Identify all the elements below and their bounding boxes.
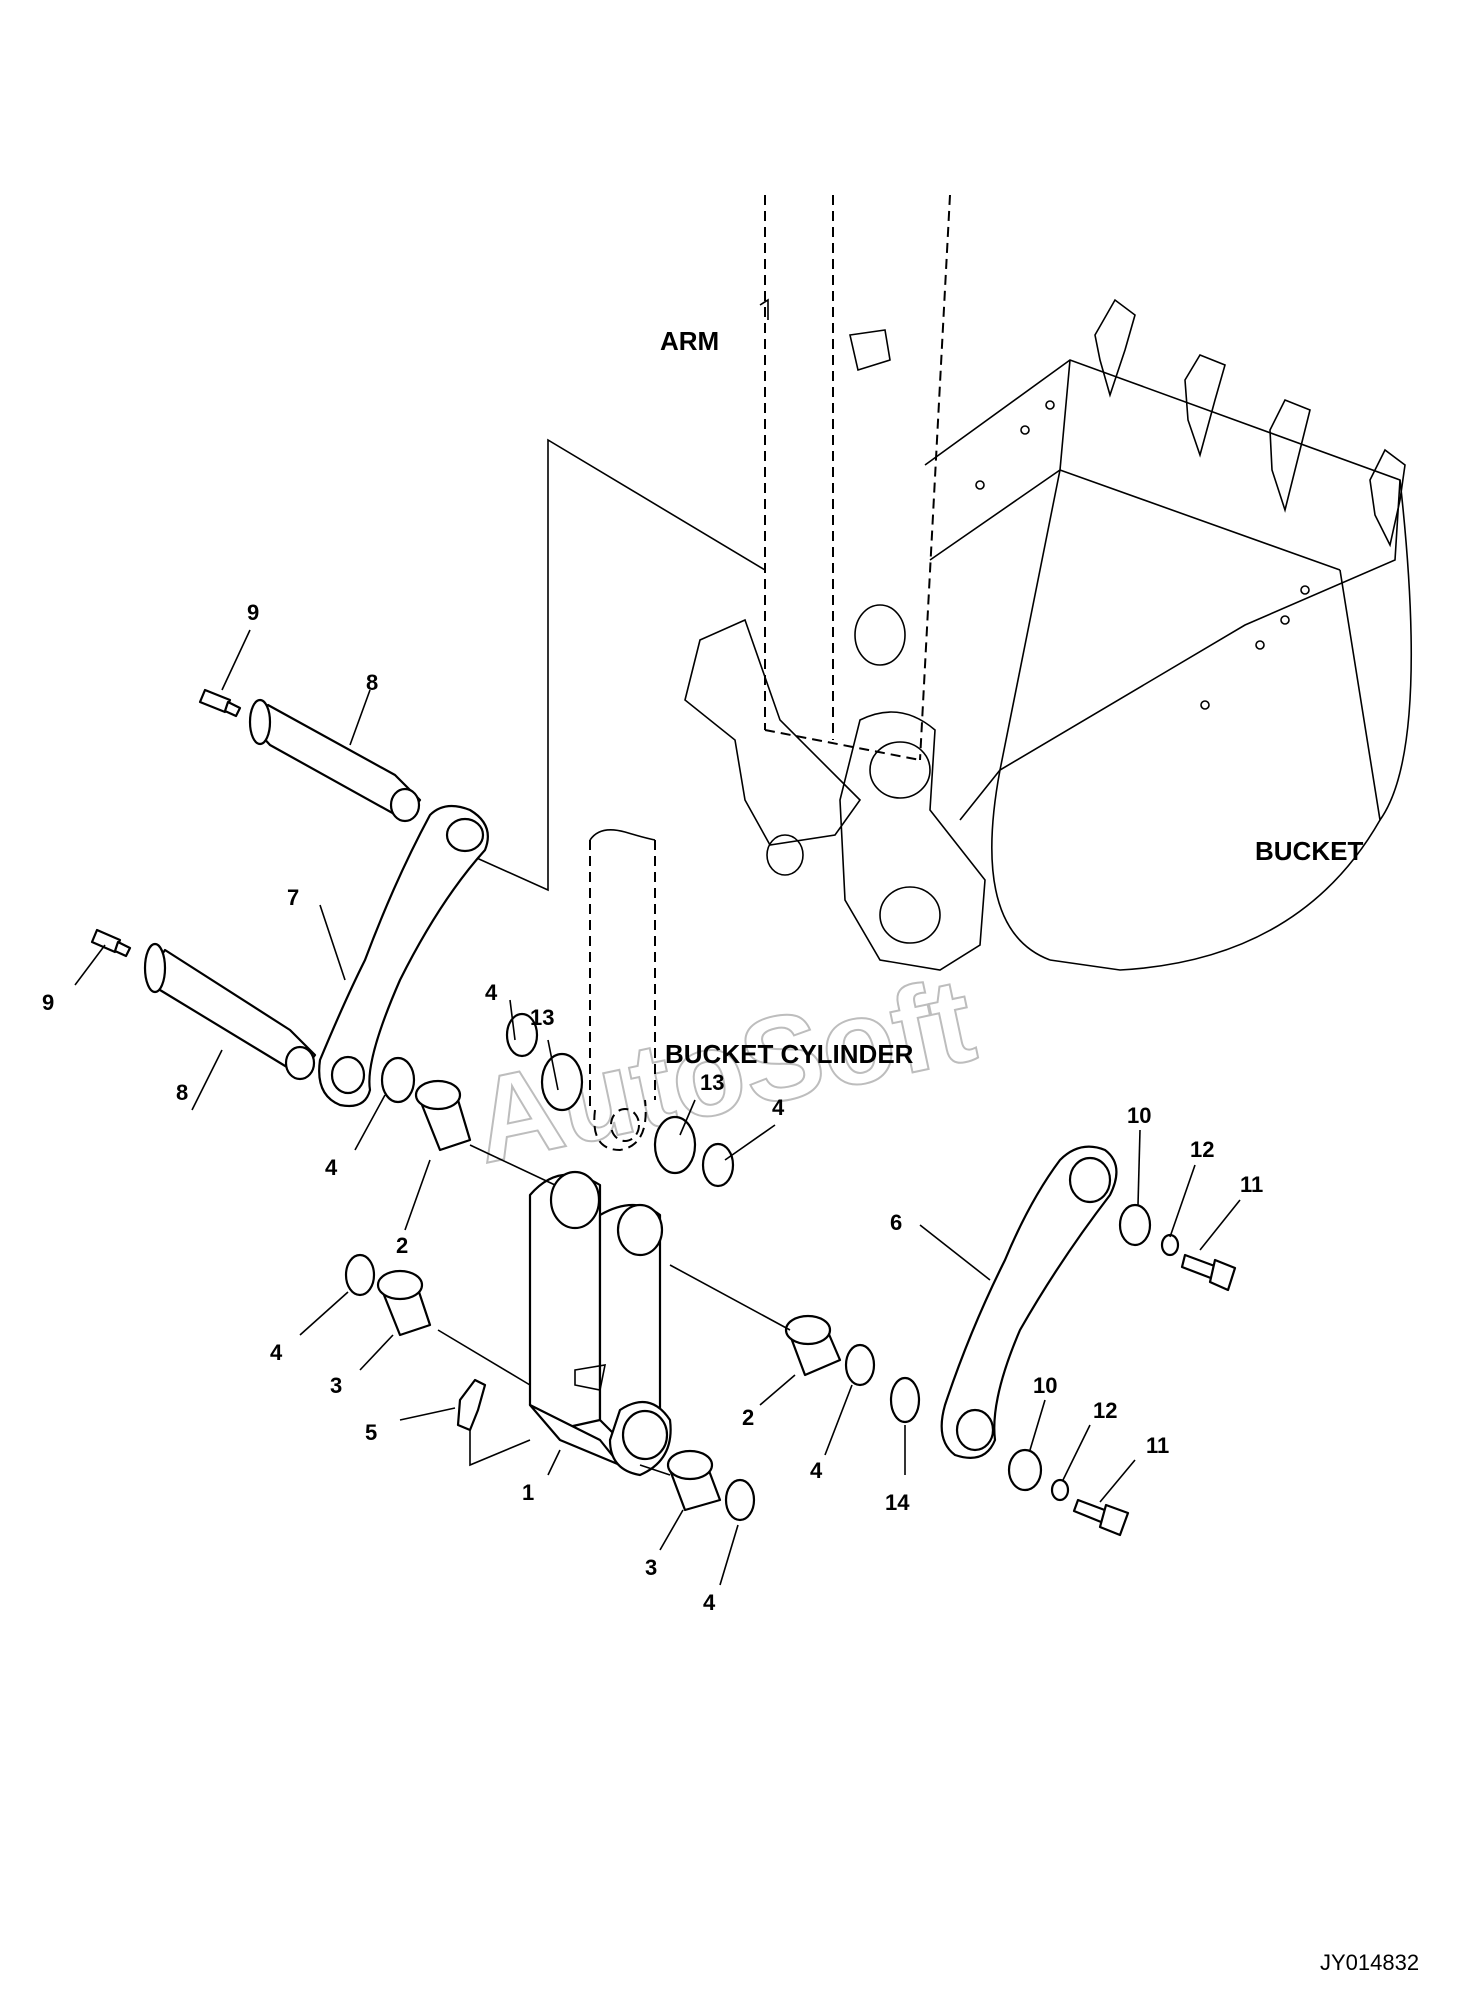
callout-10: 10 xyxy=(1127,1103,1151,1128)
bushing-2-upper xyxy=(414,1079,472,1152)
callout-2: 2 xyxy=(742,1405,754,1430)
callout-14: 14 xyxy=(885,1490,910,1515)
bucket-cylinder-label: BUCKET CYLINDER xyxy=(665,1039,914,1069)
link-right xyxy=(940,1145,1118,1459)
callout-11: 11 xyxy=(1146,1433,1169,1458)
callout-9: 9 xyxy=(42,990,54,1015)
grease-fitting-upper xyxy=(198,688,242,718)
callout-4: 4 xyxy=(325,1155,338,1180)
seal-4a xyxy=(380,1056,416,1104)
bucket-cylinder-outline xyxy=(589,829,656,1152)
lockwasher-12a xyxy=(1160,1233,1180,1257)
callout-9: 9 xyxy=(247,600,259,625)
callout-2: 2 xyxy=(396,1233,408,1258)
pin-upper xyxy=(248,698,422,823)
arm-outline xyxy=(759,194,951,761)
link-left xyxy=(318,804,489,1108)
seal-4d xyxy=(344,1253,376,1297)
callout-12: 12 xyxy=(1190,1137,1214,1162)
washer-10b xyxy=(1007,1448,1043,1492)
shim-13b xyxy=(653,1115,697,1175)
lockwasher-12b xyxy=(1050,1478,1070,1502)
drawing-code: JY014832 xyxy=(1320,1950,1419,1975)
callout-5: 5 xyxy=(365,1420,377,1445)
bushing-3-upper xyxy=(376,1269,432,1337)
callout-1: 1 xyxy=(522,1480,534,1505)
h-link xyxy=(528,1170,672,1477)
grease-fitting-lower xyxy=(90,928,132,958)
bucket-outline xyxy=(684,298,1413,971)
callout-11: 11 xyxy=(1240,1172,1263,1197)
callout-4: 4 xyxy=(810,1458,823,1483)
bushing-3-lower xyxy=(666,1449,722,1512)
shim-14 xyxy=(889,1376,921,1424)
callout-12: 12 xyxy=(1093,1398,1117,1423)
callout-8: 8 xyxy=(176,1080,188,1105)
callout-8: 8 xyxy=(366,670,378,695)
bucket-label: BUCKET xyxy=(1255,836,1363,866)
callout-13: 13 xyxy=(530,1005,554,1030)
arm-label: ARM xyxy=(660,326,719,356)
seal-4f xyxy=(724,1478,756,1522)
callout-4: 4 xyxy=(485,980,498,1005)
seal-4b xyxy=(505,1012,539,1058)
callout-3: 3 xyxy=(330,1373,342,1398)
assembly-lines xyxy=(437,1144,791,1476)
reference-line-arm xyxy=(469,438,766,892)
callout-6: 6 xyxy=(890,1210,902,1235)
washer-10a xyxy=(1118,1203,1152,1247)
grease-fitting-5 xyxy=(456,1378,531,1467)
bolt-11b xyxy=(1072,1498,1130,1537)
seal-4c xyxy=(701,1142,735,1188)
callout-7: 7 xyxy=(287,885,299,910)
callout-4: 4 xyxy=(772,1095,785,1120)
pin-lower xyxy=(143,942,317,1081)
callout-13: 13 xyxy=(700,1070,724,1095)
shim-13a xyxy=(540,1052,584,1112)
bushing-2-lower xyxy=(784,1314,842,1377)
leader-lines xyxy=(74,629,1241,1586)
callout-4: 4 xyxy=(703,1590,716,1615)
seal-4e xyxy=(844,1343,876,1387)
callout-3: 3 xyxy=(645,1555,657,1580)
bolt-11a xyxy=(1180,1253,1237,1292)
callout-10: 10 xyxy=(1033,1373,1057,1398)
callout-4: 4 xyxy=(270,1340,283,1365)
